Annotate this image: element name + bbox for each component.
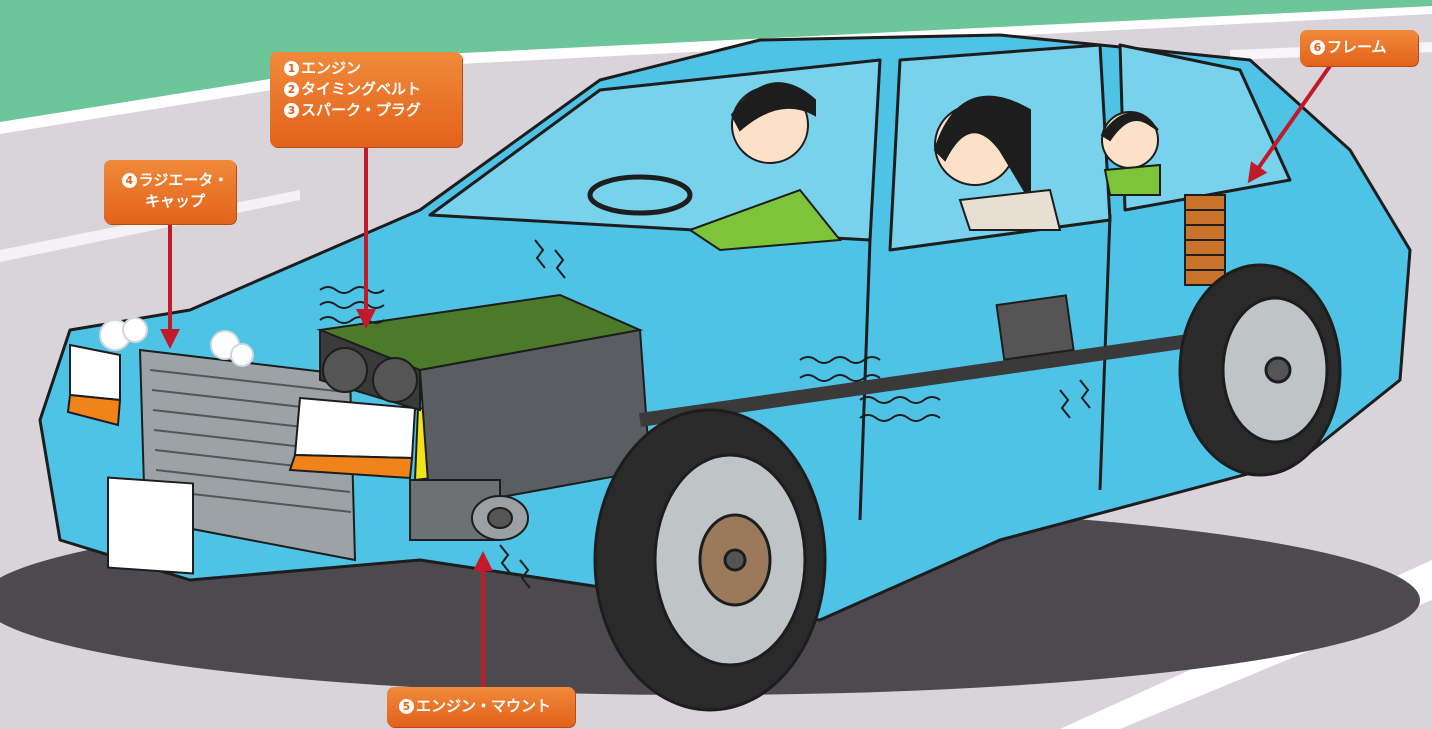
label-radiator-line2: キャップ bbox=[144, 192, 205, 210]
number-badge: 3 bbox=[284, 103, 299, 118]
label-spark-plug: スパーク・プラグ bbox=[301, 101, 421, 119]
steam-puffs bbox=[99, 317, 254, 367]
arrow-frame bbox=[1247, 64, 1332, 184]
number-badge: 6 bbox=[1310, 40, 1325, 55]
label-engine: エンジン bbox=[301, 59, 362, 77]
passenger bbox=[933, 95, 1062, 231]
number-badge: 1 bbox=[284, 61, 299, 76]
label-engine-mount: エンジン・マウント bbox=[416, 697, 552, 715]
callout-arrows bbox=[160, 64, 1332, 687]
engine-block bbox=[316, 293, 652, 541]
vibration-marks bbox=[319, 239, 1091, 589]
license-plate bbox=[107, 476, 194, 575]
label-timing-belt: タイミングベルト bbox=[301, 80, 422, 98]
label-radiator-line1: ラジエータ・ bbox=[138, 171, 229, 189]
drive-shaft bbox=[639, 328, 1231, 427]
child bbox=[1100, 111, 1161, 196]
driver bbox=[587, 82, 842, 252]
number-badge: 2 bbox=[284, 82, 299, 97]
rear-wheel bbox=[1178, 263, 1342, 477]
engine-mount-part bbox=[471, 495, 529, 541]
label-frame: フレーム bbox=[1327, 38, 1387, 56]
front-wheel bbox=[593, 408, 827, 712]
number-badge: 4 bbox=[121, 173, 137, 188]
rear-suspension bbox=[1184, 194, 1226, 286]
number-badge: 5 bbox=[399, 699, 414, 714]
